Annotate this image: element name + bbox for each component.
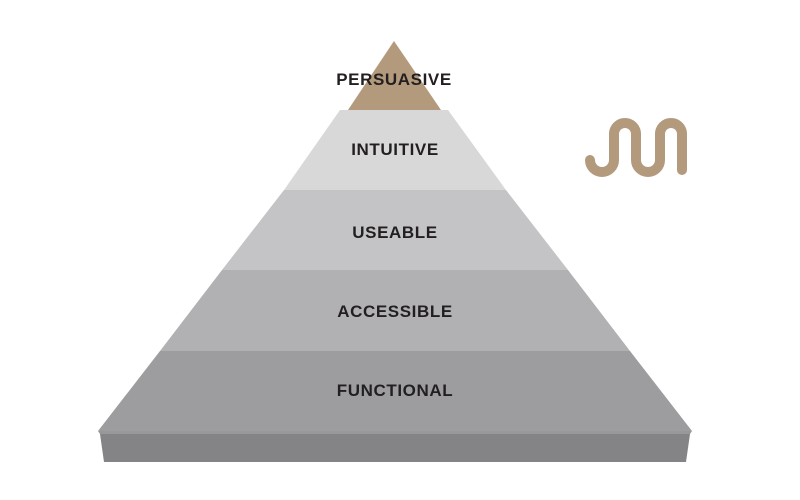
pyramid-level-useable-label: USEABLE bbox=[352, 223, 437, 242]
pyramid-level-persuasive-label: PERSUASIVE bbox=[336, 70, 452, 89]
pyramid-level-accessible-label: ACCESSIBLE bbox=[337, 302, 453, 321]
pyramid-level-intuitive bbox=[284, 110, 506, 190]
pyramid-level-functional-label: FUNCTIONAL bbox=[337, 381, 453, 400]
wave-m-logo-icon bbox=[585, 118, 687, 177]
pyramid-level-accessible bbox=[160, 270, 630, 351]
pyramid-level-useable bbox=[222, 190, 568, 270]
pyramid-level-persuasive bbox=[348, 41, 441, 110]
pyramid-base-top-edge bbox=[98, 431, 692, 434]
pyramid-level-functional bbox=[98, 351, 692, 431]
pyramid-base bbox=[100, 434, 690, 462]
pyramid-level-intuitive-label: INTUITIVE bbox=[351, 140, 439, 159]
